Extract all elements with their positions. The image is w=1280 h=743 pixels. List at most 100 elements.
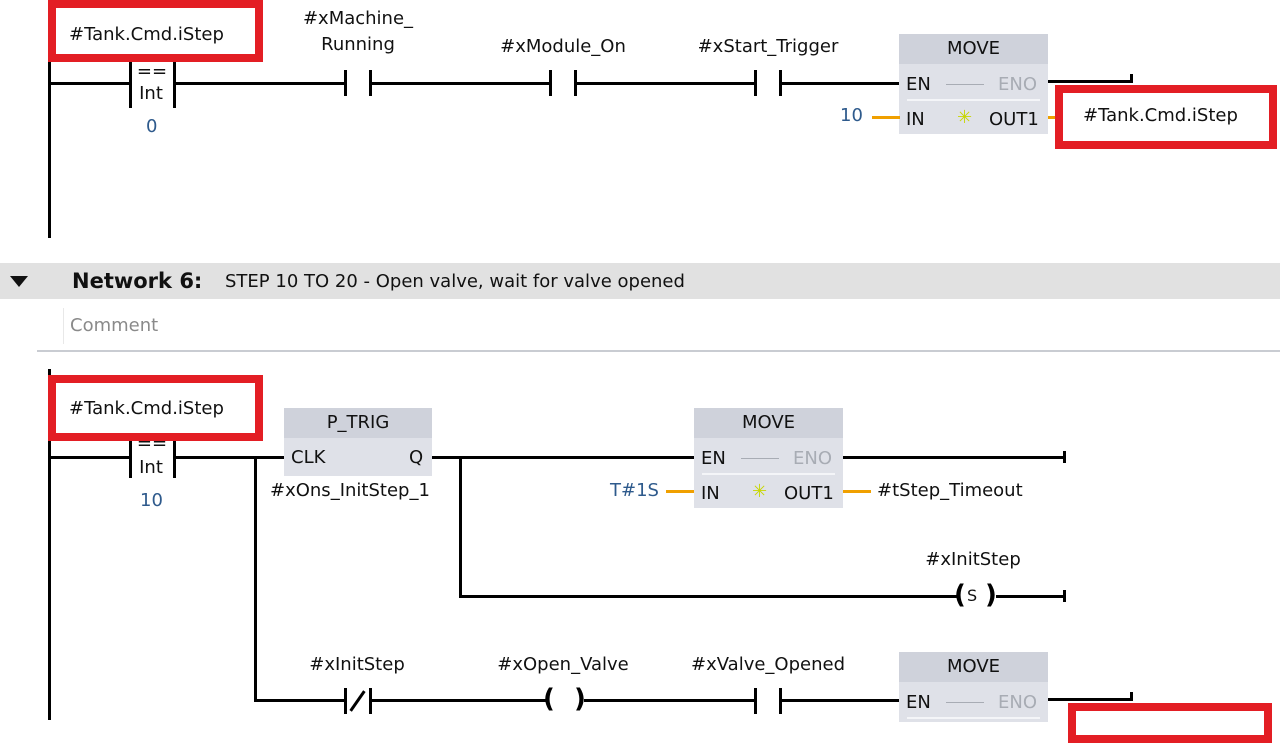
coil-label: #xInitStep bbox=[925, 549, 1021, 570]
compare-right-bar bbox=[173, 432, 176, 478]
en-eno-line bbox=[946, 84, 984, 85]
highlight-move-output bbox=[1068, 703, 1272, 743]
contact-label: #xMachine_ bbox=[302, 8, 414, 29]
rung-wire bbox=[996, 595, 1065, 598]
branch-wire bbox=[254, 456, 257, 702]
move-block[interactable]: MOVE EN ENO bbox=[899, 652, 1048, 722]
en-eno-line bbox=[946, 702, 984, 703]
compare-value: 10 bbox=[140, 490, 163, 511]
pin-divider bbox=[702, 473, 835, 475]
contact-label: #xStart_Trigger bbox=[697, 36, 839, 57]
contact-bar bbox=[779, 688, 782, 714]
move-title: MOVE bbox=[694, 408, 843, 438]
rung-wire bbox=[782, 699, 900, 702]
contact-label: #xModule_On bbox=[500, 36, 626, 57]
pin-divider bbox=[907, 99, 1040, 101]
network-description[interactable]: STEP 10 TO 20 - Open valve, wait for val… bbox=[225, 271, 685, 292]
compare-right-bar bbox=[173, 62, 176, 108]
contact-bar bbox=[549, 70, 552, 96]
contact-bar bbox=[754, 688, 757, 714]
pin-q: Q bbox=[409, 447, 424, 468]
coil-letter: S bbox=[967, 586, 978, 605]
contact-bar bbox=[779, 70, 782, 96]
coil-left-paren: ( bbox=[954, 580, 966, 610]
nc-slash bbox=[349, 690, 366, 712]
rung-wire bbox=[254, 699, 346, 702]
p-trig-title: P_TRIG bbox=[284, 408, 432, 438]
coil-left-paren: ( bbox=[543, 684, 555, 714]
move-in-value[interactable]: T#1S bbox=[610, 480, 659, 501]
pin-out1: OUT1 bbox=[784, 483, 834, 504]
out-data-wire bbox=[843, 490, 871, 493]
pin-in: IN bbox=[701, 483, 720, 504]
in-data-wire bbox=[666, 490, 694, 493]
highlight-move-output bbox=[1055, 85, 1277, 149]
pin-in: IN bbox=[906, 109, 925, 130]
move-block[interactable]: MOVE EN ENO IN ✳ OUT1 bbox=[899, 34, 1048, 134]
compare-type: Int bbox=[139, 83, 163, 104]
rung-wire bbox=[584, 699, 757, 702]
pin-divider bbox=[907, 717, 1040, 719]
eno-wire bbox=[1048, 698, 1132, 701]
coil-label: #xOpen_Valve bbox=[497, 654, 629, 675]
rung-wire bbox=[372, 699, 548, 702]
move-block[interactable]: MOVE EN ENO IN ✳ OUT1 bbox=[694, 408, 843, 508]
rung-wire bbox=[176, 456, 286, 459]
rung-end bbox=[1130, 692, 1133, 701]
compare-operator: == bbox=[136, 61, 168, 82]
move-out-value[interactable]: #Tank.Cmd.iStep bbox=[1083, 105, 1238, 126]
rung-wire bbox=[577, 82, 757, 85]
move-title: MOVE bbox=[899, 34, 1048, 64]
pin-eno: ENO bbox=[998, 74, 1038, 95]
move-in-value[interactable]: 10 bbox=[840, 105, 863, 126]
move-title: MOVE bbox=[899, 652, 1048, 682]
pin-eno: ENO bbox=[998, 692, 1038, 713]
add-output-star-icon[interactable]: ✳ bbox=[752, 481, 768, 502]
coil-right-paren: ) bbox=[574, 684, 586, 714]
p-trig-block[interactable]: P_TRIG CLK Q bbox=[284, 408, 432, 476]
network-6-header[interactable]: Network 6: STEP 10 TO 20 - Open valve, w… bbox=[0, 263, 1280, 299]
comment-divider bbox=[37, 350, 1280, 352]
pin-en: EN bbox=[906, 692, 931, 713]
en-eno-line bbox=[741, 458, 779, 459]
power-rail bbox=[48, 369, 51, 720]
pin-en: EN bbox=[906, 74, 931, 95]
pin-en: EN bbox=[701, 448, 726, 469]
contact-bar bbox=[369, 70, 372, 96]
rung-wire bbox=[48, 456, 132, 459]
contact-label: #xValve_Opened bbox=[691, 654, 845, 675]
power-rail bbox=[48, 62, 51, 238]
rung-end bbox=[1063, 451, 1066, 463]
rung-wire bbox=[372, 82, 552, 85]
branch-wire bbox=[459, 456, 462, 598]
contact-bar bbox=[754, 70, 757, 96]
compare-left-bar bbox=[129, 432, 132, 478]
compare-operand[interactable]: #Tank.Cmd.iStep bbox=[69, 24, 224, 45]
network-comment-field[interactable]: Comment bbox=[63, 308, 1280, 344]
contact-bar bbox=[344, 688, 347, 714]
rung-wire bbox=[176, 82, 346, 85]
pin-eno: ENO bbox=[793, 448, 833, 469]
network-title: Network 6: bbox=[72, 269, 203, 293]
add-output-star-icon[interactable]: ✳ bbox=[957, 107, 973, 128]
rung-wire bbox=[782, 82, 900, 85]
contact-label: Running bbox=[321, 34, 395, 55]
pin-out1: OUT1 bbox=[989, 109, 1039, 130]
contact-label: #xInitStep bbox=[309, 654, 405, 675]
collapse-triangle-icon[interactable] bbox=[10, 276, 28, 287]
compare-operand[interactable]: #Tank.Cmd.iStep bbox=[69, 398, 224, 419]
contact-bar bbox=[369, 688, 372, 714]
eno-wire bbox=[843, 456, 1065, 459]
in-data-wire bbox=[872, 116, 900, 119]
move-out-value[interactable]: #tStep_Timeout bbox=[877, 480, 1023, 501]
highlight-compare-operand bbox=[48, 375, 263, 441]
compare-left-bar bbox=[129, 62, 132, 108]
compare-type: Int bbox=[139, 457, 163, 478]
rung-wire bbox=[48, 82, 132, 85]
p-trig-instance[interactable]: #xOns_InitStep_1 bbox=[270, 480, 430, 501]
pin-clk: CLK bbox=[291, 447, 326, 468]
coil-right-paren: ) bbox=[985, 580, 997, 610]
eno-wire bbox=[1048, 80, 1132, 83]
rung-wire bbox=[432, 456, 694, 459]
contact-bar bbox=[344, 70, 347, 96]
